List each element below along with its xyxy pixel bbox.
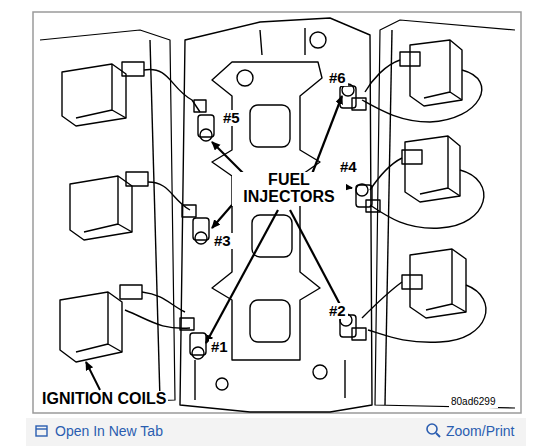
part-label: FUEL INJECTORS <box>232 172 346 206</box>
leader-arrow <box>206 96 352 343</box>
tab-icon <box>36 426 47 436</box>
link-text: Open In New Tab <box>53 424 165 439</box>
figure-code: 80ad6299 <box>449 397 498 408</box>
link-text: Zoom/Print <box>444 424 516 439</box>
callout-number: #2 <box>327 303 348 319</box>
callout-number: #6 <box>327 70 348 86</box>
image-frame <box>33 12 521 413</box>
leader-arrow <box>86 362 100 390</box>
callout-number: #4 <box>338 159 359 175</box>
zoom-icon <box>427 424 437 434</box>
callout-number: #1 <box>209 339 230 355</box>
callout-number: #3 <box>212 233 233 249</box>
footer-bar <box>26 418 526 446</box>
callout-number: #5 <box>221 110 242 126</box>
fuel-injector <box>180 84 380 359</box>
part-label: IGNITION COILS <box>40 391 168 408</box>
